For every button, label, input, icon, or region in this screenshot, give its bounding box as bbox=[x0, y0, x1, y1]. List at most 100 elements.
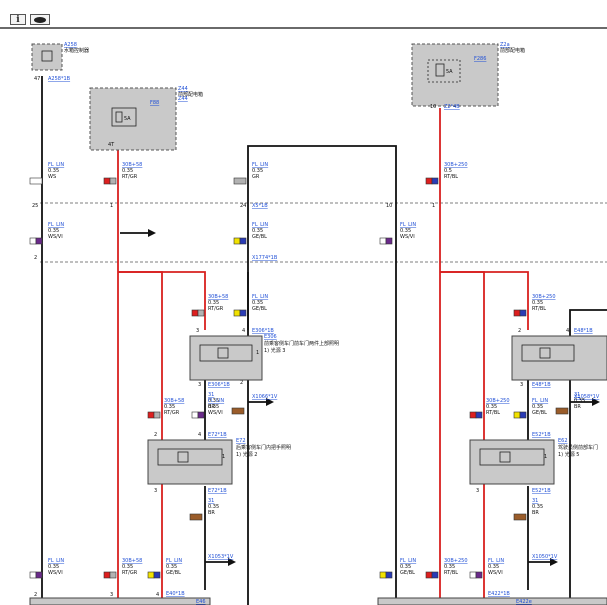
wire-signal[interactable]: FL_LIN bbox=[166, 558, 182, 564]
wire-size: 0.35 bbox=[488, 564, 499, 570]
module-e62-symbol bbox=[499, 451, 511, 463]
wire-signal[interactable]: FL_LIN bbox=[252, 294, 268, 300]
arrows bbox=[120, 229, 600, 566]
fuse-f88-rating: 5A bbox=[124, 116, 131, 122]
module-a258 bbox=[31, 43, 63, 71]
info-button[interactable]: i bbox=[10, 14, 26, 25]
wire-signal[interactable]: 30B+250 bbox=[532, 294, 556, 300]
fuse-f286-label[interactable]: F286 bbox=[474, 56, 486, 62]
wire-signal[interactable]: 30B+58 bbox=[208, 294, 228, 300]
wire-size: 0.35 bbox=[252, 300, 263, 306]
connector-labels: A258*1B Z44 Z2*4B X5*1B X1774*1B E306*1B… bbox=[48, 76, 600, 605]
component-a258-code[interactable]: A258 bbox=[64, 42, 77, 48]
swatch-w9b bbox=[153, 411, 161, 419]
component-a258-name: 水箱控制器 bbox=[64, 47, 89, 54]
module-e62-frame bbox=[479, 448, 545, 466]
wire-signal[interactable]: FL_LIN bbox=[532, 398, 548, 404]
wire-signal[interactable]: 31 bbox=[574, 392, 580, 398]
connector-label[interactable]: E72*1B bbox=[208, 432, 227, 438]
fuse-labels: F88 5A F286 5A bbox=[124, 56, 486, 122]
wire-size: 0.35 bbox=[208, 398, 219, 404]
connector-label[interactable]: X1058*1V bbox=[574, 394, 600, 400]
wire-size: 0.35 bbox=[400, 564, 411, 570]
wire-size: 0.35 bbox=[400, 228, 411, 234]
component-e306-code[interactable]: E306 bbox=[264, 334, 277, 340]
pin-number: 4 bbox=[566, 328, 569, 334]
module-e62 bbox=[469, 439, 555, 485]
wire-color: RT/BL bbox=[444, 570, 458, 576]
connector-label[interactable]: E52*1B bbox=[532, 432, 551, 438]
wire-color: BR bbox=[208, 404, 215, 410]
swatch-w24b bbox=[475, 571, 483, 579]
module-e72-symbol bbox=[177, 451, 189, 463]
pin-number: 3 bbox=[520, 382, 523, 388]
module-e306-symbol bbox=[217, 347, 229, 359]
component-z44-code[interactable]: Z44 bbox=[178, 86, 188, 92]
pin-number: 4 bbox=[242, 328, 245, 334]
swatch-w10a bbox=[191, 411, 199, 419]
wire-signal[interactable]: FL_LIN bbox=[400, 558, 416, 564]
connector-label[interactable]: E46 bbox=[196, 599, 206, 605]
wire-signal[interactable]: FL_LIN bbox=[252, 162, 268, 168]
wire-signal[interactable]: 30B+58 bbox=[164, 398, 184, 404]
wire-signal[interactable]: FL_LIN bbox=[48, 222, 64, 228]
wire-color: GE/BL bbox=[166, 570, 181, 576]
pin-number: 10 bbox=[430, 104, 436, 110]
component-e72-code[interactable]: E72 bbox=[236, 438, 246, 444]
connector-label[interactable]: E422e bbox=[516, 599, 532, 605]
component-e62-code[interactable]: E62 bbox=[558, 438, 568, 444]
connector-label[interactable]: Z2*4B bbox=[444, 104, 460, 110]
arrow-head-left-connector bbox=[148, 229, 156, 237]
wire-color: BR bbox=[532, 510, 539, 516]
fuse-f286-symbol bbox=[435, 63, 445, 77]
connector-label[interactable]: E306*1B bbox=[252, 328, 274, 334]
swatch-w5a bbox=[233, 237, 241, 245]
wire-lin-right bbox=[569, 309, 607, 605]
wire-color: RT/GR bbox=[122, 570, 138, 576]
pin-number: 3 bbox=[196, 328, 199, 334]
module-e306-frame bbox=[199, 344, 253, 362]
connector-label[interactable]: Z44 bbox=[178, 96, 188, 102]
fuse-f88-label[interactable]: F88 bbox=[150, 100, 159, 106]
wire-signal[interactable]: 30B+58 bbox=[122, 558, 142, 564]
connector-label[interactable]: X1774*1B bbox=[252, 255, 278, 261]
swatch-w6a bbox=[191, 309, 199, 317]
component-z2a-code[interactable]: Z2a bbox=[500, 42, 510, 48]
wire-signal[interactable]: 30B+250 bbox=[486, 398, 510, 404]
connector-label[interactable]: X5*1B bbox=[252, 203, 268, 209]
pin-number: 1 bbox=[544, 454, 547, 460]
wire-signal[interactable]: 30B+250 bbox=[444, 162, 468, 168]
connector-label[interactable]: X1053*1V bbox=[208, 554, 234, 560]
connector-label[interactable]: E52*1B bbox=[532, 488, 551, 494]
swatch-w23a bbox=[425, 571, 433, 579]
swatch-w10b bbox=[197, 411, 205, 419]
wire-signal[interactable]: FL_LIN bbox=[400, 222, 416, 228]
pin-number: 47 bbox=[34, 76, 40, 82]
wire-signal[interactable]: 31 bbox=[532, 498, 538, 504]
wire-color: GR bbox=[252, 174, 260, 180]
wire-signal[interactable]: FL_LIN bbox=[48, 162, 64, 168]
connector-label[interactable]: A258*1B bbox=[48, 76, 71, 82]
connector-label[interactable]: E72*1B bbox=[208, 488, 227, 494]
wire-signal[interactable]: 30B+58 bbox=[122, 162, 142, 168]
connector-label[interactable]: E48*1B bbox=[532, 382, 551, 388]
wire-signal[interactable]: FL_LIN bbox=[208, 398, 224, 404]
pin-number: 2 bbox=[34, 592, 37, 598]
connector-label[interactable]: E40*1B bbox=[166, 591, 185, 597]
connector-label[interactable]: E422*1B bbox=[488, 591, 510, 597]
wire-signal[interactable]: FL_LIN bbox=[48, 558, 64, 564]
wire-signal[interactable]: 31 bbox=[208, 392, 214, 398]
swatch-w11 bbox=[189, 513, 203, 521]
wire-signal[interactable]: 31 bbox=[208, 498, 214, 504]
component-z2a-name: 前部配电箱 bbox=[500, 47, 525, 54]
connector-label[interactable]: X1066*1V bbox=[252, 394, 278, 400]
wire-signal[interactable]: FL_LIN bbox=[488, 558, 504, 564]
connector-label[interactable]: E48*1B bbox=[574, 328, 593, 334]
connector-label[interactable]: X1050*1V bbox=[532, 554, 558, 560]
wire-signal[interactable]: 30B+250 bbox=[444, 558, 468, 564]
pin-number: 3 bbox=[198, 382, 201, 388]
connector-label[interactable]: E306*1B bbox=[208, 382, 230, 388]
wire-signal[interactable]: FL_LIN bbox=[252, 222, 268, 228]
view-toggle-button[interactable] bbox=[30, 14, 50, 25]
component-z44-name: 前部配电箱 bbox=[178, 91, 203, 98]
